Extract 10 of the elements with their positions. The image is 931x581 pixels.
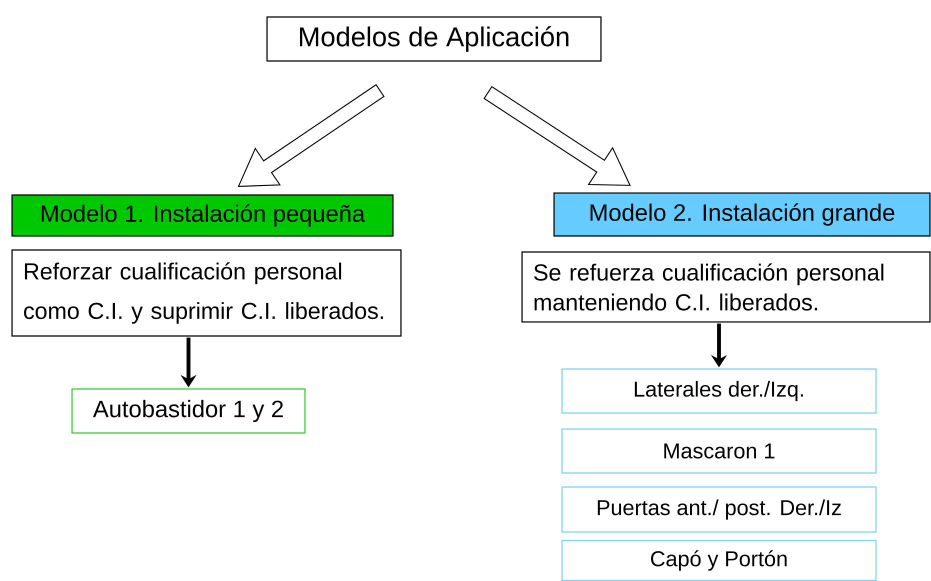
result-box: Autobastidor 1 y 2 xyxy=(71,388,306,434)
part-box: Capó y Portón xyxy=(561,540,877,581)
heading-box: Modelo 2. Instalación grande xyxy=(553,192,931,237)
description-box: Reforzar cualificación personal como C.I. y suprimir C.I. liberados. xyxy=(11,249,402,337)
description-box: Se refuerza cualificación personal manteniendo C.I. liberados. xyxy=(521,251,931,323)
title-box: Modelos de Aplicación xyxy=(266,16,602,62)
heading-box: Modelo 1. Instalación pequeña xyxy=(11,194,394,237)
part-box: Laterales der./Izq. xyxy=(561,368,877,414)
part-box: Mascaron 1 xyxy=(561,428,877,474)
part-box: Puertas ant./ post. Der./Iz xyxy=(561,486,877,533)
